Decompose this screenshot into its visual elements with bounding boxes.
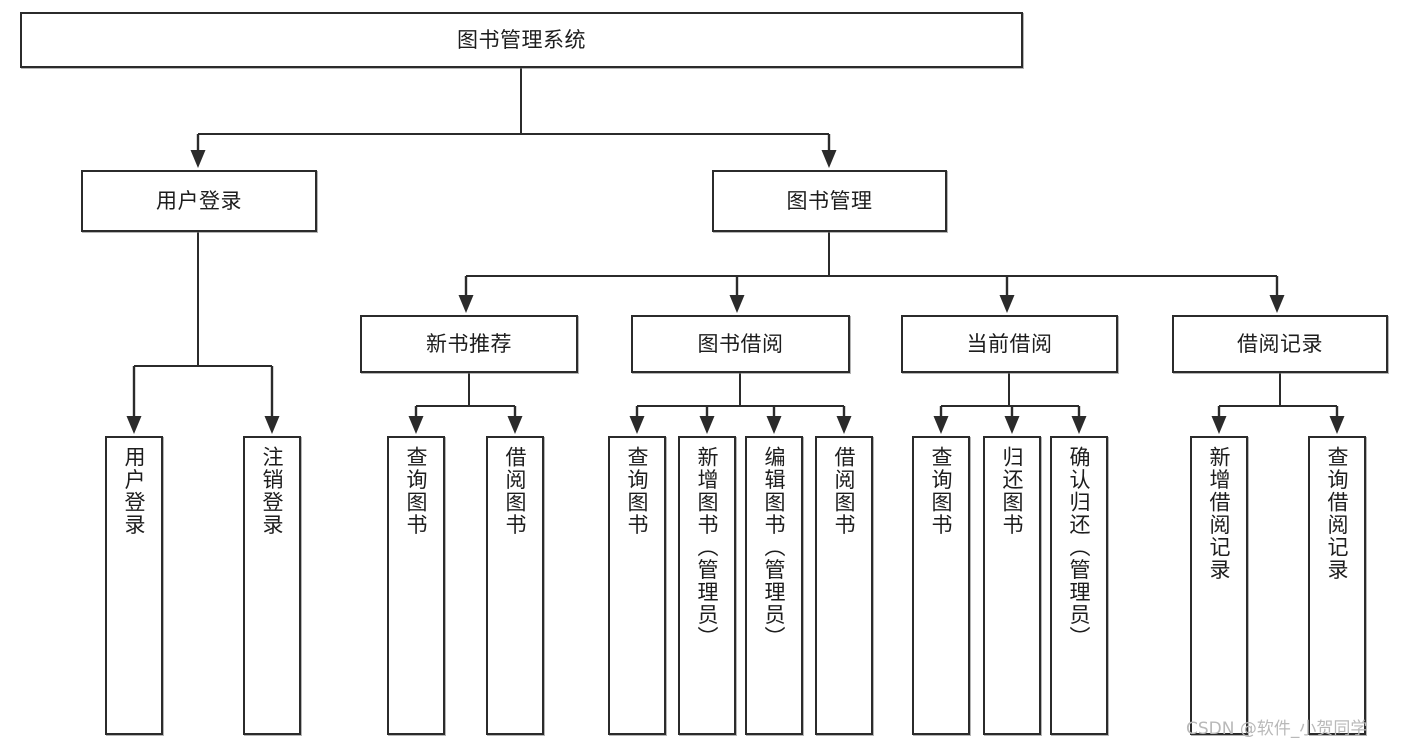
- node-label: 借阅图书: [832, 446, 857, 536]
- user-login-fanout-arrow-0-head: [126, 416, 142, 434]
- book-manage-fanout-arrow-2-head: [999, 295, 1015, 313]
- node-label: 图书管理系统: [457, 27, 586, 52]
- node-label: 图书管理: [786, 188, 873, 213]
- node-root[interactable]: 图书管理系统: [20, 12, 1023, 68]
- node-label: 编辑图书（管理员）: [762, 446, 787, 649]
- node-user-login[interactable]: 用户登录: [81, 170, 317, 232]
- node-label: 注销登录: [260, 446, 285, 536]
- node-leaf-query-book-1[interactable]: 查询图书: [387, 436, 445, 735]
- book-borrow-fanout-arrow-0-head: [629, 416, 645, 434]
- current-borrow-fanout-arrow-0-head: [933, 416, 949, 434]
- book-borrow-fanout-arrow-1-head: [699, 416, 715, 434]
- node-leaf-borrow-book-1[interactable]: 借阅图书: [486, 436, 544, 735]
- root-fanout-arrow-1-head: [821, 150, 837, 168]
- book-manage-fanout-arrow-0-head: [458, 295, 474, 313]
- node-label: 新书推荐: [426, 331, 512, 356]
- root-fanout-arrow-0-head: [190, 150, 206, 168]
- node-label: 确认归还（管理员）: [1067, 446, 1092, 649]
- node-leaf-user-login[interactable]: 用户登录: [105, 436, 163, 735]
- node-book-borrow[interactable]: 图书借阅: [631, 315, 850, 373]
- node-leaf-query-record[interactable]: 查询借阅记录: [1308, 436, 1366, 735]
- node-label: 借阅图书: [503, 446, 528, 536]
- user-login-fanout-arrow-1-head: [264, 416, 280, 434]
- node-leaf-add-record[interactable]: 新增借阅记录: [1190, 436, 1248, 735]
- borrow-record-fanout-arrow-1-head: [1329, 416, 1345, 434]
- node-label: 借阅记录: [1237, 331, 1323, 356]
- book-manage-fanout-arrow-1-head: [729, 295, 745, 313]
- node-label: 新增图书（管理员）: [695, 446, 720, 649]
- new-book-rec-fanout-arrow-0-head: [408, 416, 424, 434]
- node-label: 查询图书: [404, 446, 429, 536]
- node-label: 用户登录: [122, 446, 147, 536]
- node-leaf-borrow-book-2[interactable]: 借阅图书: [815, 436, 873, 735]
- node-leaf-return-book[interactable]: 归还图书: [983, 436, 1041, 735]
- node-label: 查询借阅记录: [1325, 446, 1350, 581]
- node-borrow-record[interactable]: 借阅记录: [1172, 315, 1388, 373]
- borrow-record-fanout-arrow-0-head: [1211, 416, 1227, 434]
- book-borrow-fanout-arrow-2-head: [766, 416, 782, 434]
- node-label: 用户登录: [156, 188, 242, 213]
- node-leaf-add-book[interactable]: 新增图书（管理员）: [678, 436, 736, 735]
- node-leaf-query-book-2[interactable]: 查询图书: [608, 436, 666, 735]
- node-label: 查询图书: [625, 446, 650, 536]
- new-book-rec-fanout-arrow-1-head: [507, 416, 523, 434]
- node-label: 当前借阅: [966, 331, 1053, 356]
- node-label: 查询图书: [929, 446, 954, 536]
- node-book-manage[interactable]: 图书管理: [712, 170, 947, 232]
- current-borrow-fanout-arrow-2-head: [1071, 416, 1087, 434]
- node-current-borrow[interactable]: 当前借阅: [901, 315, 1118, 373]
- node-label: 归还图书: [1000, 446, 1025, 536]
- node-new-book-rec[interactable]: 新书推荐: [360, 315, 578, 373]
- node-label: 图书借阅: [697, 331, 784, 356]
- node-label: 新增借阅记录: [1207, 446, 1232, 581]
- node-leaf-edit-book[interactable]: 编辑图书（管理员）: [745, 436, 803, 735]
- current-borrow-fanout-arrow-1-head: [1004, 416, 1020, 434]
- node-leaf-logout[interactable]: 注销登录: [243, 436, 301, 735]
- node-leaf-query-book-3[interactable]: 查询图书: [912, 436, 970, 735]
- book-manage-fanout-arrow-3-head: [1269, 295, 1285, 313]
- node-leaf-confirm-return[interactable]: 确认归还（管理员）: [1050, 436, 1108, 735]
- book-borrow-fanout-arrow-3-head: [836, 416, 852, 434]
